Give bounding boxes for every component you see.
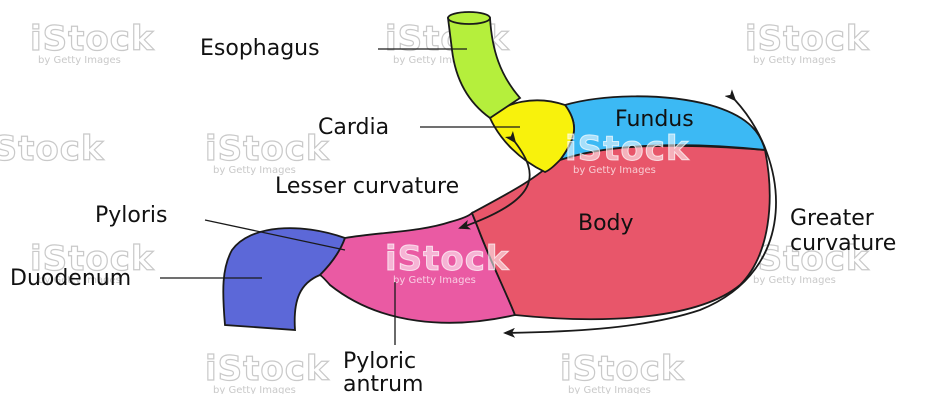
label-cardia: Cardia: [318, 115, 389, 140]
label-greater-curvature-line2: curvature: [790, 231, 896, 256]
svg-text:iStock: iStock: [205, 129, 330, 169]
watermark: iStock by Getty Images: [745, 19, 870, 66]
svg-text:by Getty Images: by Getty Images: [393, 275, 476, 286]
watermark: iStock by Getty Images: [30, 19, 155, 66]
svg-text:iStock: iStock: [385, 239, 510, 279]
svg-text:iStock: iStock: [205, 349, 330, 389]
svg-text:iStock: iStock: [565, 129, 690, 169]
svg-text:by Getty Images: by Getty Images: [753, 275, 836, 286]
label-pyloric-antrum-line2: antrum: [343, 372, 423, 394]
svg-text:by Getty Images: by Getty Images: [568, 385, 651, 394]
svg-text:by Getty Images: by Getty Images: [213, 385, 296, 394]
svg-text:iStock: iStock: [30, 19, 155, 59]
watermark: iStock by Getty Images: [565, 129, 690, 176]
svg-text:iStock: iStock: [745, 19, 870, 59]
esophagus-opening: [448, 12, 490, 24]
watermark: iStock by Getty Images: [560, 349, 685, 394]
label-body: Body: [578, 211, 634, 236]
watermark: iStock by Getty Images: [205, 349, 330, 394]
watermark: iStock by Getty Images: [385, 239, 510, 286]
svg-text:iStock: iStock: [0, 129, 105, 169]
watermark: iStock by Getty Images: [205, 129, 330, 176]
label-greater-curvature-line1: Greater: [790, 206, 875, 231]
label-pyloris: Pyloris: [95, 203, 167, 228]
svg-text:iStock: iStock: [560, 349, 685, 389]
label-esophagus: Esophagus: [200, 36, 320, 61]
label-duodenum: Duodenum: [10, 266, 131, 291]
svg-text:by Getty Images: by Getty Images: [38, 55, 121, 66]
label-lesser-curvature: Lesser curvature: [275, 174, 459, 199]
label-fundus: Fundus: [615, 107, 694, 132]
label-pyloric-antrum-line1: Pyloric: [343, 349, 416, 374]
svg-text:by Getty Images: by Getty Images: [753, 55, 836, 66]
watermark: iStock: [0, 129, 105, 169]
svg-text:by Getty Images: by Getty Images: [573, 165, 656, 176]
